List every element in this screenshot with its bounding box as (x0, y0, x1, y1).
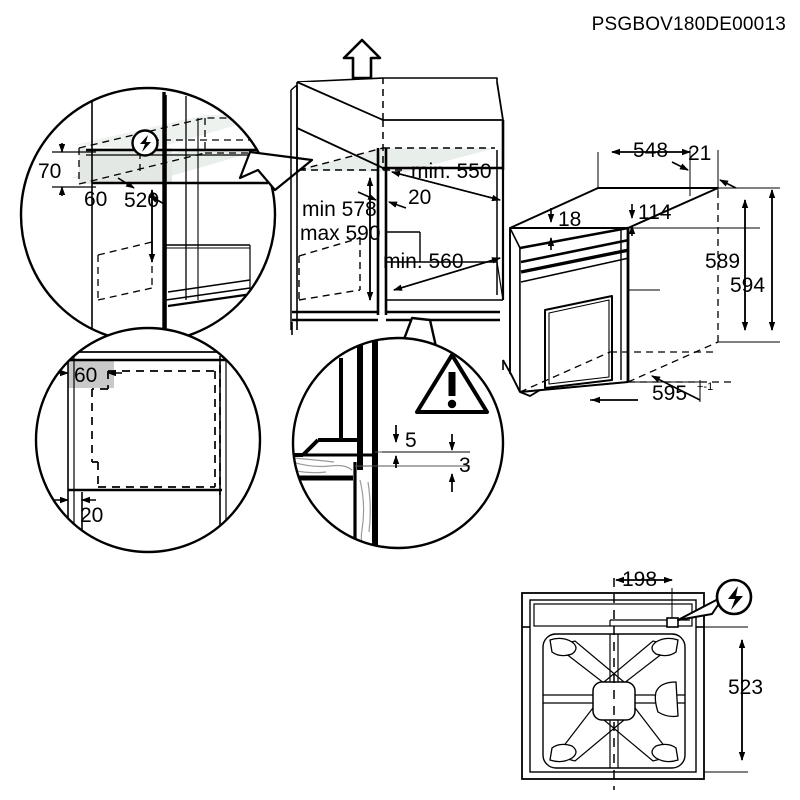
dimension-548: 548 (611, 139, 691, 162)
dimension-21: 21 (671, 142, 737, 189)
dimension-520: 520 (124, 189, 159, 263)
detail-circle-outline-bottom-left (34, 326, 262, 554)
dimension-min-560: min. 560 (383, 250, 501, 291)
detail-circle-top-left: 70 60 520 (19, 86, 277, 344)
svg-text:3: 3 (459, 454, 471, 477)
cabinet-shade-plane (299, 148, 495, 172)
svg-text:min. 550: min. 550 (411, 160, 492, 183)
detail-pointer-top-left (238, 150, 314, 192)
svg-text:114: 114 (638, 201, 672, 224)
svg-text:max 590: max 590 (300, 222, 381, 245)
svg-text:min. 560: min. 560 (383, 250, 464, 273)
lightning-bolt-icon (131, 129, 159, 157)
svg-text:min 578: min 578 (302, 198, 377, 221)
warning-triangle-icon (415, 353, 489, 414)
cabinet-cutout-view: min. 550 20 min 578 max 590 min. 560 (290, 38, 505, 335)
dimension-198: 198 (615, 568, 673, 591)
dimension-20-bottom: 20 (54, 496, 103, 527)
dimension-5: 5 (382, 425, 470, 468)
drawing-code-label: PSGBOV180DE00013 (591, 14, 786, 35)
dimension-595: 595 +-1 (590, 375, 713, 405)
detail-circle-warning: 5 3 (291, 336, 505, 550)
svg-text:5: 5 (405, 429, 417, 452)
svg-text:595: 595 (652, 382, 687, 405)
svg-text:70: 70 (38, 160, 61, 183)
up-arrow-icon (342, 38, 382, 80)
svg-text:21: 21 (688, 142, 711, 165)
svg-text:548: 548 (633, 139, 668, 162)
svg-text:20: 20 (408, 186, 431, 209)
highlight-box-60 (68, 360, 114, 388)
dimension-min578-max590: min 578 max 590 (300, 177, 381, 301)
svg-text:589: 589 (705, 250, 740, 273)
dimension-18: 18 (547, 208, 581, 250)
dimension-523: 523 (728, 639, 763, 761)
svg-text:20: 20 (80, 504, 103, 527)
dimension-20-cabinet: 20 (357, 186, 431, 209)
svg-text:+-1: +-1 (697, 381, 713, 393)
dimension-70: 70 (38, 143, 96, 196)
pan-support-grate (542, 633, 686, 769)
hob-top-view: 198 523 (521, 568, 763, 790)
detail-circle-outline-warning (291, 336, 505, 550)
svg-text:594: 594 (730, 274, 765, 297)
svg-text:60: 60 (84, 188, 107, 211)
dimension-114: 114 (628, 201, 672, 236)
detail-circle-bottom-left: 60 20 (34, 326, 262, 554)
electrical-connection-box (666, 617, 679, 628)
svg-text:523: 523 (728, 676, 763, 699)
svg-text:198: 198 (622, 568, 657, 591)
svg-text:18: 18 (558, 208, 581, 231)
svg-text:60: 60 (74, 364, 97, 387)
dimension-594: 594 (730, 189, 776, 331)
svg-text:520: 520 (124, 189, 159, 212)
oven-appliance-view: 548 21 18 114 (502, 139, 780, 405)
dimension-60: 60 (84, 177, 167, 211)
dimension-min-550: min. 550 (391, 160, 501, 202)
electrical-zone-shade-upper (74, 115, 272, 150)
dimension-3: 3 (448, 434, 471, 492)
dimension-589: 589 (705, 199, 749, 331)
lightning-bolt-icon-hob (677, 578, 753, 621)
